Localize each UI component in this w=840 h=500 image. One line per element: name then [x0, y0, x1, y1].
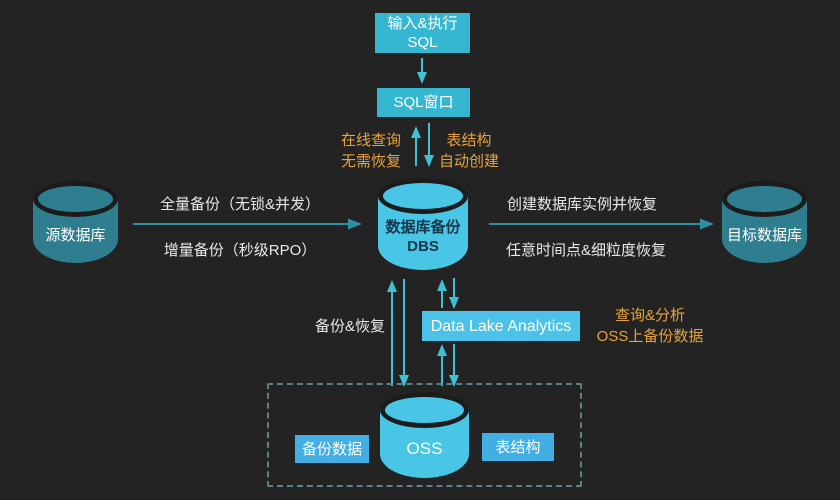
table-schema-box: 表结构	[482, 433, 554, 461]
cylinder-top	[33, 181, 118, 217]
backup-data-label: 备份数据	[301, 440, 362, 458]
point-in-time-restore-label: 任意时间点&细粒度恢复	[505, 242, 666, 259]
source-db-cylinder: 源数据库	[33, 181, 118, 263]
input-execute-sql-box: 输入&执行 SQL	[375, 13, 470, 53]
online-query-label: 在线查询 无需恢复	[340, 132, 401, 170]
cylinder-top	[380, 392, 469, 428]
table-schema-auto-label: 表结构 自动创建	[438, 132, 499, 170]
backup-data-box: 备份数据	[295, 435, 369, 463]
oss-dashed-container	[267, 383, 582, 487]
cylinder-top	[378, 178, 468, 214]
dbs-label: 数据库备份 DBS	[385, 219, 461, 255]
create-instance-restore-label: 创建数据库实例并恢复	[506, 196, 657, 213]
data-lake-analytics-label: Data Lake Analytics	[430, 317, 572, 335]
incremental-backup-label: 增量备份（秒级RPO）	[163, 242, 317, 259]
target-db-label: 目标数据库	[726, 226, 802, 244]
sql-window-box: SQL窗口	[377, 88, 470, 117]
dbs-cylinder: 数据库备份 DBS	[378, 178, 468, 270]
sql-window-label: SQL窗口	[393, 94, 454, 111]
query-analyze-label: 查询&分析 OSS上备份数据	[596, 307, 704, 345]
oss-label: OSS	[406, 438, 443, 458]
backup-restore-label: 备份&恢复	[314, 318, 385, 335]
full-backup-label: 全量备份（无锁&并发）	[159, 196, 320, 213]
source-db-label: 源数据库	[45, 226, 106, 244]
oss-cylinder: OSS	[380, 392, 469, 478]
table-schema-box-label: 表结构	[495, 438, 541, 456]
input-execute-sql-label: 输入&执行 SQL	[387, 15, 458, 51]
cylinder-top	[722, 181, 807, 217]
data-lake-analytics-box: Data Lake Analytics	[422, 311, 580, 341]
target-db-cylinder: 目标数据库	[722, 181, 807, 263]
